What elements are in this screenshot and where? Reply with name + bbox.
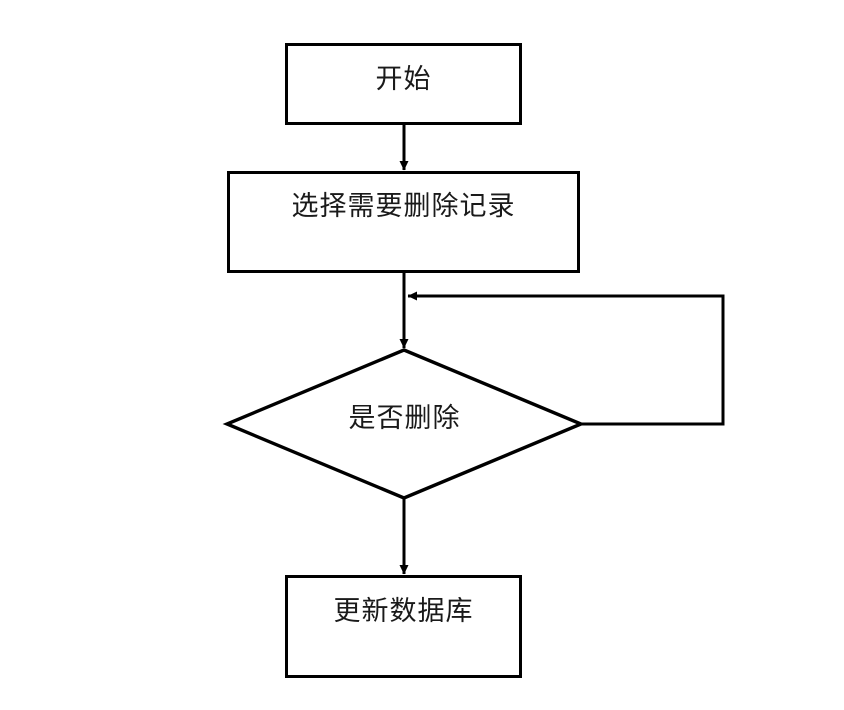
node-decision-delete-label: 是否删除 [348,403,461,433]
node-start-shape[interactable] [285,43,522,125]
node-select-record-shape[interactable] [227,171,580,273]
node-update-db-shape[interactable] [285,575,522,678]
node-start-label: 开始 [375,64,432,94]
edge-decision-loop-back [407,291,725,426]
node-update-db-label: 更新数据库 [333,596,474,626]
node-select-record-label: 选择需要删除记录 [291,191,516,221]
